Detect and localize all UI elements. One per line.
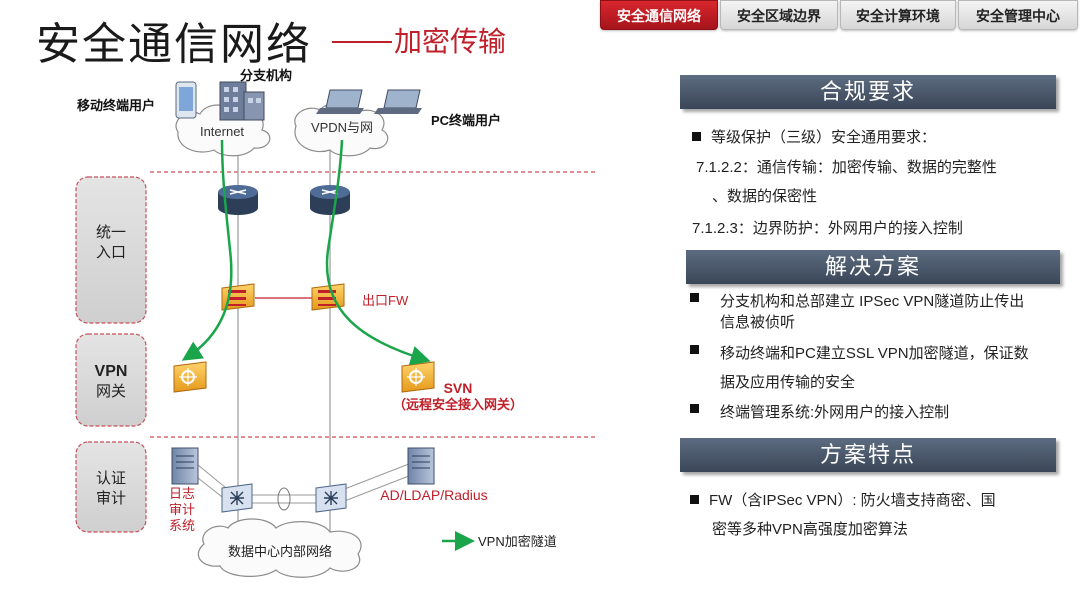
- switch-icon: [221, 483, 253, 513]
- zone-vpn-gateway-line2: 网关: [96, 383, 126, 400]
- branch-label: 分支机构: [240, 68, 292, 83]
- bullet-icon: [690, 293, 699, 302]
- legend-label: VPN加密隧道: [478, 534, 557, 549]
- tab-secure-computing-environment[interactable]: 安全计算环境: [840, 0, 956, 30]
- solution-item-line: 分支机构和总部建立 IPSec VPN隧道防止传出: [720, 293, 1025, 310]
- zone-vpn-gateway: VPN 网关: [75, 333, 147, 427]
- vpn-gateway-icon: [173, 361, 207, 393]
- branch-building-icon: [219, 81, 265, 121]
- router-icon: [310, 185, 350, 215]
- switch-icon: [315, 483, 347, 513]
- tab-secure-area-boundary[interactable]: 安全区域边界: [720, 0, 838, 30]
- features-header: 方案特点: [680, 438, 1056, 472]
- compliance-item: 7.1.2.3：边界防护：外网用户的接入控制: [692, 220, 963, 237]
- compliance-header: 合规要求: [680, 75, 1056, 109]
- solution-item-line: 信息被侦听: [720, 314, 796, 331]
- bullet-icon: [690, 404, 699, 413]
- solution-item: [690, 290, 709, 307]
- page-subtitle: 加密传输: [394, 26, 507, 57]
- bullet-icon: [692, 132, 701, 141]
- tab-security-management-center[interactable]: 安全管理中心: [958, 0, 1078, 30]
- compliance-item: 等级保护（三级）安全通用要求：: [692, 126, 936, 147]
- solution-item: [690, 342, 709, 359]
- tab-secure-communication-network[interactable]: 安全通信网络: [600, 0, 718, 30]
- page-title: 安全通信网络: [36, 20, 312, 69]
- zone-auth-audit: 认证 审计: [75, 441, 147, 533]
- router-icon: [218, 185, 258, 215]
- laptop-icon: [374, 89, 422, 114]
- solution-item-line: 移动终端和PC建立SSL VPN加密隧道，保证数: [720, 345, 1029, 362]
- compliance-item: 、数据的保密性: [712, 188, 818, 205]
- solution-item-line: 据及应用传输的安全: [720, 374, 856, 391]
- svn-label: SVN: [444, 380, 473, 396]
- zone-auth-audit-line2: 审计: [96, 490, 126, 507]
- pc-user-label: PC终端用户: [431, 113, 501, 128]
- cloud-internet-label: Internet: [200, 124, 244, 139]
- solution-item-line: 终端管理系统:外网用户的接入控制: [720, 404, 950, 421]
- cloud-vpdn: VPDN与网: [294, 102, 389, 157]
- zone-unified-entry-line2: 入口: [96, 244, 126, 261]
- datacenter-label: 数据中心内部网络: [228, 544, 332, 559]
- zone-unified-entry: 统一 入口: [75, 176, 147, 324]
- bullet-icon: [690, 345, 699, 354]
- cloud-vpdn-label: VPDN与网: [311, 120, 373, 135]
- compliance-item: 7.1.2.2：通信传输：加密传输、数据的完整性: [696, 159, 997, 176]
- features-item: FW（含IPSec VPN）: 防火墙支持商密、国: [690, 489, 996, 510]
- svn-gateway-icon: [401, 361, 435, 393]
- vpn-tunnel-ipsec: [181, 139, 233, 361]
- solution-header: 解决方案: [686, 250, 1060, 284]
- mobile-phone-icon: [175, 81, 197, 119]
- auth-server-icon: [407, 447, 435, 485]
- laptop-icon: [316, 89, 364, 114]
- log-audit-line3: 系统: [169, 518, 195, 533]
- zone-auth-audit-line1: 认证: [96, 470, 126, 487]
- title-dash: [332, 41, 392, 43]
- auth-servers-label: AD/LDAP/Radius: [380, 487, 487, 503]
- svn-desc-label: （远程安全接入网关）: [393, 397, 523, 412]
- vpn-tunnel-ssl: [325, 139, 431, 366]
- zone-vpn-gateway-line1: VPN: [95, 363, 128, 380]
- network-diagram: 统一 入口 VPN 网关 认证 审计 Internet VPDN与网 数据中心内…: [75, 68, 596, 578]
- bullet-icon: [690, 495, 699, 504]
- solution-item: [690, 401, 709, 418]
- mobile-user-label: 移动终端用户: [77, 98, 155, 113]
- exit-fw-label: 出口FW: [362, 293, 409, 308]
- log-audit-line1: 日志: [169, 486, 195, 501]
- features-item-line: 密等多种VPN高强度加密算法: [712, 521, 908, 538]
- log-audit-server-icon: [171, 447, 199, 485]
- cloud-datacenter: 数据中心内部网络: [197, 518, 362, 578]
- log-audit-line2: 审计: [169, 502, 195, 517]
- legend-vpn-tunnel: VPN加密隧道: [442, 531, 557, 551]
- zone-unified-entry-line1: 统一: [96, 224, 126, 241]
